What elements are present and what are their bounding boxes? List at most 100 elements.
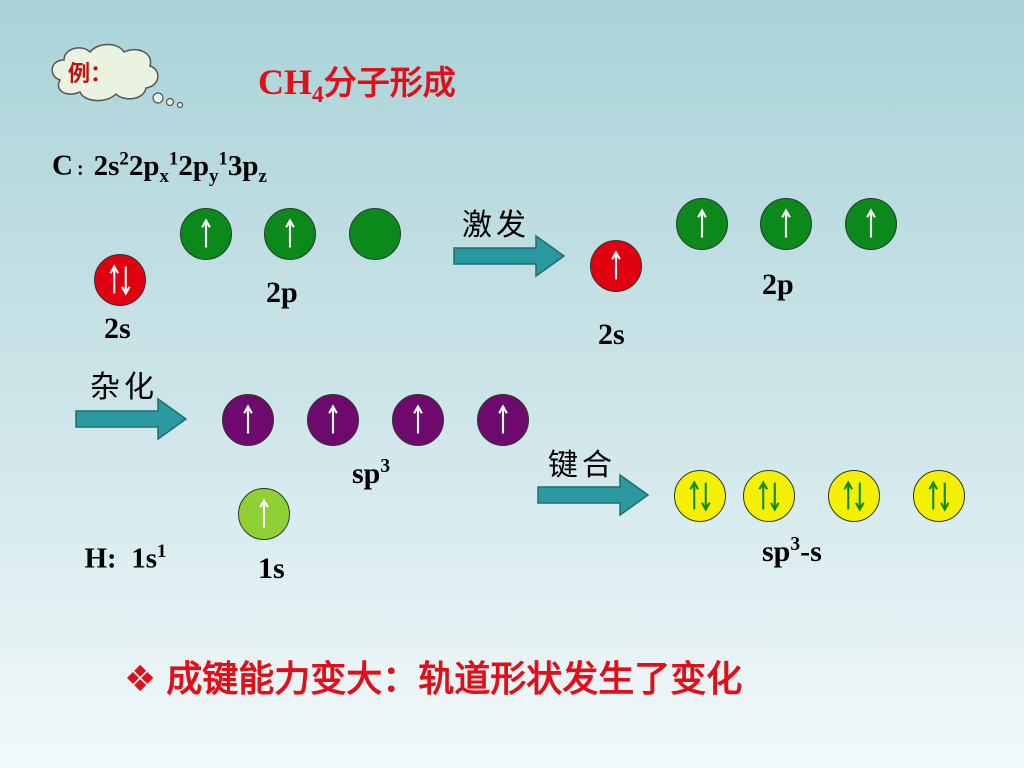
label-excite: 激发 [462,208,530,243]
orbital-2py-right [760,198,812,250]
spin-up-icon [697,208,707,238]
spin-up-icon [243,404,253,434]
spin-arrows [498,404,508,434]
orbital-2py-left [264,208,316,260]
carbon-config-part: z [258,165,267,187]
page-title: CH4分子形成 [258,56,456,109]
spin-arrows [697,208,707,238]
h-sup: 1 [157,541,167,562]
carbon-config-part: 3p [227,149,259,182]
label-hydrogen: H: 1s1 [70,508,167,576]
spin-up-icon [781,208,791,238]
spin-arrows [259,498,269,528]
sp3-base: sp [352,457,381,490]
sp3s-rest: -s [800,535,822,568]
sp3-sup: 3 [380,456,391,477]
label-2p-left: 2p [266,276,298,309]
spin-arrows [201,218,211,248]
spin-arrows [866,208,876,238]
orbital-sp3s-4 [913,470,965,522]
orbital-sp3s-1 [674,470,726,522]
carbon-config-part: y [208,165,219,187]
orbital-sp3-4 [477,394,529,446]
spin-up-icon [758,480,768,510]
spin-up-icon [413,404,423,434]
spin-up-icon [109,264,119,294]
bubble-label: 例： [68,62,113,87]
spin-arrows [109,264,131,296]
spin-arrows [611,250,621,280]
cloud-icon [51,43,184,109]
spin-arrows [843,480,865,512]
conclusion: ❖成键能力变大：轨道形状发生了变化 [124,650,742,702]
orbital-1s [238,488,290,540]
label-1s: 1s [258,552,285,585]
carbon-config-part: 2s [93,149,120,182]
h-label: H: 1s [84,542,158,575]
carbon-config-text: 2s22px12py13pz [93,148,267,186]
orbital-2pz-left [349,208,401,260]
label-sp3s: sp3-s [762,534,822,569]
spin-up-icon [866,208,876,238]
orbital-2px-left [180,208,232,260]
orbital-2s-right [590,240,642,292]
carbon-config-part: 1 [218,148,228,169]
spin-down-icon [940,482,950,512]
example-bubble: 例： [46,40,196,110]
conclusion-text: 成键能力变大：轨道形状发生了变化 [166,659,743,700]
spin-arrows [413,404,423,434]
spin-up-icon [928,480,938,510]
spin-up-icon [843,480,853,510]
label-2s-right: 2s [598,318,625,351]
carbon-colon: : [76,157,84,180]
title-main: CH [258,62,312,102]
spin-arrows [350,209,400,259]
spin-arrows [328,404,338,434]
spin-arrows [243,404,253,434]
title-rest: 分子形成 [323,63,456,102]
spin-arrows [285,218,295,248]
spin-up-icon [498,404,508,434]
orbital-sp3-1 [222,394,274,446]
carbon-label: C [52,149,73,182]
carbon-config-part: 2p [128,149,160,182]
spin-down-icon [701,482,711,512]
sp3s-base: sp [762,535,791,568]
excite-arrow-icon [453,234,566,278]
title-sub: 4 [312,82,324,109]
orbital-2pz-right [845,198,897,250]
spin-up-icon [689,480,699,510]
carbon-config: C:2s22px12py13pz [52,148,267,187]
label-sp3: sp3 [352,456,390,491]
spin-down-icon [855,482,865,512]
orbital-sp3s-2 [743,470,795,522]
carbon-config-part: x [159,165,169,187]
spin-arrows [928,480,950,512]
spin-down-icon [770,482,780,512]
bullet-icon: ❖ [124,659,157,700]
bond-arrow-icon [537,473,650,517]
label-2s-left: 2s [104,312,131,345]
spin-arrows [781,208,791,238]
orbital-2s-left [94,254,146,306]
spin-up-icon [201,218,211,248]
orbital-sp3-2 [307,394,359,446]
spin-up-icon [285,218,295,248]
label-bond: 键合 [548,448,616,483]
label-2p-right: 2p [762,268,794,301]
orbital-sp3-3 [392,394,444,446]
orbital-2px-right [676,198,728,250]
hybrid-arrow-icon [75,397,188,441]
spin-up-icon [611,250,621,280]
spin-arrows [758,480,780,512]
carbon-config-part: 2p [178,149,209,182]
spin-up-icon [259,498,269,528]
spin-up-icon [328,404,338,434]
spin-down-icon [121,266,131,296]
carbon-config-part: 1 [168,148,179,169]
label-hybrid: 杂化 [90,370,158,405]
sp3s-sup: 3 [790,534,801,555]
carbon-config-part: 2 [119,148,129,169]
spin-arrows [689,480,711,512]
orbital-sp3s-3 [828,470,880,522]
